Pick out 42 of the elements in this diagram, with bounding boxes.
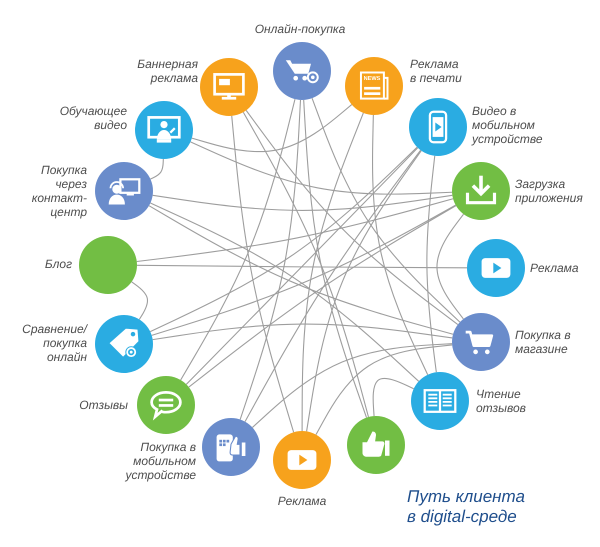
connector-line — [306, 150, 422, 432]
node-label: Реклама — [276, 494, 328, 508]
connector-line — [152, 324, 452, 340]
connector-line — [426, 156, 437, 372]
node-label: Блог — [44, 257, 72, 271]
node-label: Отзывы — [78, 398, 128, 412]
connector-line — [152, 194, 452, 211]
node-label: Реклама в печати — [410, 57, 463, 85]
connector-line — [192, 104, 352, 152]
connector-line — [186, 147, 418, 385]
connector-line — [131, 281, 148, 320]
connector-line — [150, 158, 164, 180]
node-label: Загрузка приложения — [515, 177, 584, 205]
connector-line — [240, 100, 302, 420]
connector-line — [150, 146, 418, 332]
node-label: Обучающее видео — [58, 104, 127, 132]
connector-line — [180, 99, 296, 380]
connector-line — [150, 202, 420, 382]
node-label: Покупка в магазине — [515, 328, 572, 356]
connector-line — [231, 116, 294, 432]
connector-line — [242, 112, 369, 418]
connector-line — [190, 141, 452, 195]
connector-line — [312, 98, 460, 322]
node-label: Реклама — [530, 261, 580, 275]
connector-line — [372, 114, 428, 375]
node-label: Баннерная реклама — [136, 57, 198, 85]
connector-line — [372, 378, 414, 416]
connector-line — [316, 344, 452, 435]
node-label: Онлайн-покупка — [254, 22, 346, 36]
connector-line — [252, 343, 452, 428]
node-label: Покупка через контакт-центр — [30, 163, 87, 219]
connector-line — [136, 198, 454, 262]
connector-line — [188, 205, 456, 388]
node-label: Покупка в мобильном устройстве — [124, 440, 196, 482]
connector-line — [436, 214, 464, 320]
node-label: Сравнение/ покупка онлайн — [21, 322, 87, 364]
connector-line — [137, 264, 467, 268]
connector-line — [246, 110, 458, 325]
connector-line — [244, 150, 422, 422]
node-label: Чтение отзывов — [476, 387, 527, 415]
diagram-title: Путь клиента в digital-среде — [407, 487, 526, 527]
node-label: Видео в мобильном устройстве — [472, 104, 544, 146]
